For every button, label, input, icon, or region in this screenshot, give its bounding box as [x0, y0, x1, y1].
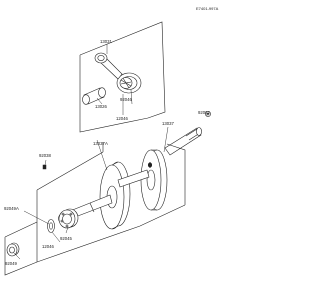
callout-92045: 92045	[60, 236, 73, 241]
callout-92038: 92038	[39, 153, 52, 158]
callout-92046: 92046	[120, 97, 133, 102]
connecting-rod	[94, 52, 142, 94]
side-washer	[47, 219, 55, 233]
callout-13046: 12046	[116, 116, 129, 121]
main-bearing	[58, 208, 79, 229]
parts-diagram: E7401-997A	[4, 6, 219, 276]
rod-bearing	[119, 77, 133, 89]
reference-code: E7401-997A	[196, 6, 219, 11]
callout-13037: 13037	[162, 121, 175, 126]
crank-right-half	[140, 127, 202, 211]
callout-92049a: 92049A	[4, 206, 19, 211]
crankshaft-exploded-view: E7401-997A	[4, 6, 219, 276]
callout-12046: 12046	[42, 244, 55, 249]
callout-13026: 13026	[95, 104, 108, 109]
crankpin	[82, 87, 106, 105]
assembled-crankpin	[117, 169, 150, 188]
oil-seal-left	[6, 242, 20, 257]
crankshaft-box	[4, 142, 186, 276]
callout-92049: 92049	[5, 261, 18, 266]
connecting-rod-box	[79, 21, 166, 133]
callout-labels: 13031 13026 92046 12046 13037 92062 1303…	[4, 39, 211, 266]
callout-92062: 92062	[198, 110, 211, 115]
callout-13037a: 13037A	[93, 141, 108, 146]
crank-left-half	[99, 161, 131, 230]
key	[42, 164, 47, 170]
callout-13031: 13031	[100, 39, 113, 44]
leader-lines	[13, 44, 209, 260]
